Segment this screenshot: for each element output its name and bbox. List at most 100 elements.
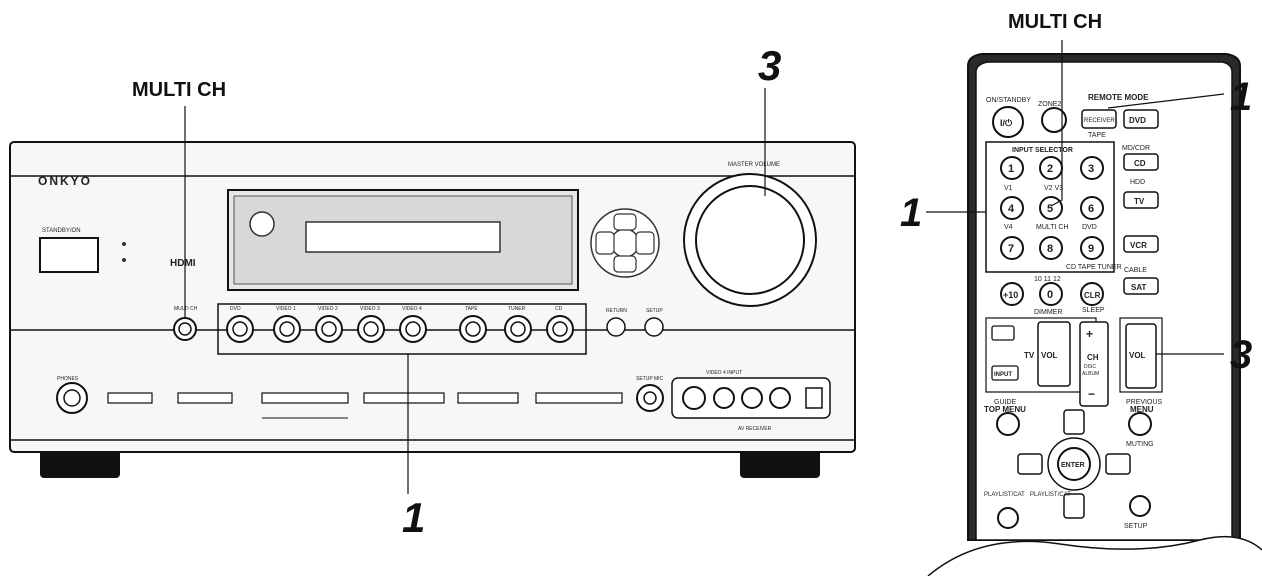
remote-dpad[interactable]: ENTER <box>1017 409 1131 519</box>
tv-vol-label: VOL <box>1041 351 1058 360</box>
receiver-mode-button[interactable] <box>1081 109 1117 129</box>
receiver-foot-right <box>740 448 820 478</box>
key-8-label: 8 <box>1047 243 1053 255</box>
main-vol-label: VOL <box>1129 351 1146 360</box>
audio-r-jack[interactable] <box>769 387 791 409</box>
step-1-callout-remote-top: 1 <box>1230 75 1252 119</box>
key-label-v1: V1 <box>1004 185 1013 192</box>
ch-rocker[interactable] <box>1079 321 1109 407</box>
dpad-right[interactable] <box>1105 453 1131 475</box>
number-keypad: 1 2 3 V1 V2 V3 4 5 6 V4 MULTI CH DVD 7 8… <box>1000 156 1122 271</box>
key-7[interactable] <box>1000 236 1024 260</box>
multi-ch-callout-front: MULTI CH <box>132 79 226 101</box>
main-vol-rocker[interactable] <box>1125 323 1157 389</box>
master-volume-label: MASTER VOLUME <box>728 162 780 168</box>
playlist-cat-left-label: PLAYLIST/CAT <box>984 492 1025 498</box>
setup-remote-button[interactable] <box>1129 495 1151 517</box>
on-standby-button[interactable] <box>992 106 1024 138</box>
key-label-v2v3: V2 V3 <box>1044 185 1063 192</box>
album-label: ALBUM <box>1082 371 1099 377</box>
key-label-cd-tape-tuner: CD TAPE TUNER <box>1066 264 1122 271</box>
guide-label: GUIDE <box>994 399 1017 406</box>
dpad-left[interactable] <box>1017 453 1043 475</box>
previous-label: PREVIOUS <box>1126 399 1163 406</box>
disc-label: DISC <box>1084 364 1096 370</box>
input-button-tuner[interactable] <box>504 315 532 343</box>
optical-jack[interactable] <box>805 387 823 409</box>
remote-cutoff-line <box>927 535 1262 576</box>
display-panel <box>305 221 501 253</box>
master-volume-knob[interactable] <box>695 185 805 295</box>
return-button[interactable] <box>606 317 626 337</box>
audio-l-jack[interactable] <box>741 387 763 409</box>
key-9[interactable] <box>1080 236 1104 260</box>
cd-mode-button[interactable] <box>1123 153 1159 171</box>
input-label-video2: VIDEO 2 <box>318 306 338 312</box>
multi-ch-button-label: MULTI CH <box>174 306 198 312</box>
input-button-dvd[interactable] <box>226 315 254 343</box>
plus10-label: +10 <box>1003 290 1018 300</box>
menu-label: MENU <box>1130 405 1154 414</box>
key-6[interactable] <box>1080 196 1104 220</box>
input-button-video1[interactable] <box>273 315 301 343</box>
zero-button[interactable] <box>1039 282 1063 306</box>
tv-power-button[interactable] <box>991 325 1015 341</box>
setup-button[interactable] <box>644 317 664 337</box>
step-3-callout-remote: 3 <box>1230 333 1252 377</box>
vcr-mode-button[interactable] <box>1123 235 1159 253</box>
zone2-level-buttons[interactable] <box>177 392 233 404</box>
muting-label: MUTING <box>1126 441 1154 448</box>
clr-button[interactable] <box>1080 282 1104 306</box>
tv-vol-rocker[interactable] <box>1037 321 1071 387</box>
input-button-tape[interactable] <box>459 315 487 343</box>
input-button-video3[interactable] <box>357 315 385 343</box>
s-video-jack[interactable] <box>682 386 706 410</box>
tone-buttons[interactable] <box>261 392 349 404</box>
tv-input-button[interactable] <box>991 365 1019 381</box>
input-label-video3: VIDEO 3 <box>360 306 380 312</box>
dpad-down[interactable] <box>1063 493 1085 519</box>
dvd-mode-button[interactable] <box>1123 109 1159 129</box>
key-4[interactable] <box>1000 196 1024 220</box>
dpad-up[interactable] <box>1063 409 1085 435</box>
on-standby-label: ON/STANDBY <box>986 97 1031 104</box>
display-tuning-buttons[interactable] <box>457 392 519 404</box>
standby-indicator <box>122 242 126 246</box>
multi-ch-button[interactable] <box>173 317 197 341</box>
input-button-video4[interactable] <box>399 315 427 343</box>
top-menu-button[interactable] <box>996 412 1020 436</box>
enter-button[interactable] <box>1057 447 1091 481</box>
key-1[interactable] <box>1000 156 1024 180</box>
key-8[interactable] <box>1039 236 1063 260</box>
standby-on-button[interactable] <box>39 237 99 273</box>
menu-button[interactable] <box>1128 412 1152 436</box>
key-7-label: 7 <box>1008 243 1014 255</box>
listening-mode-buttons[interactable] <box>363 392 445 404</box>
standby-on-label: STANDBY/ON <box>42 228 81 234</box>
input-label-tuner: TUNER <box>508 306 526 312</box>
sat-mode-button[interactable] <box>1123 277 1159 295</box>
input-button-video2[interactable] <box>315 315 343 343</box>
input-selector-buttons <box>226 315 574 343</box>
input-label-video1: VIDEO 1 <box>276 306 296 312</box>
plus10-button[interactable] <box>1000 282 1024 306</box>
zone2-button[interactable] <box>1041 107 1067 133</box>
setup-remote-label: SETUP <box>1124 523 1148 530</box>
memory-tuning-buttons[interactable] <box>535 392 623 404</box>
input-button-cd[interactable] <box>546 315 574 343</box>
display-sensor <box>249 211 275 237</box>
tv-mode-button[interactable] <box>1123 191 1159 209</box>
zone2-off-buttons[interactable] <box>107 392 153 404</box>
receiver-mode-label: RECEIVER <box>1084 118 1115 124</box>
receiver-nav-cross[interactable] <box>590 208 660 278</box>
key-3[interactable] <box>1080 156 1104 180</box>
video-jack[interactable] <box>713 387 735 409</box>
setup-label: SETUP <box>646 308 663 314</box>
input-selector-label: INPUT SELECTOR <box>1012 147 1073 154</box>
ch-plus-glyph: + <box>1086 327 1093 341</box>
sleep-label: SLEEP <box>1082 307 1105 314</box>
zone2-indicator <box>122 258 126 262</box>
on-standby-glyph: I/⏻ <box>1000 118 1013 128</box>
return-remote-button[interactable] <box>997 507 1019 529</box>
